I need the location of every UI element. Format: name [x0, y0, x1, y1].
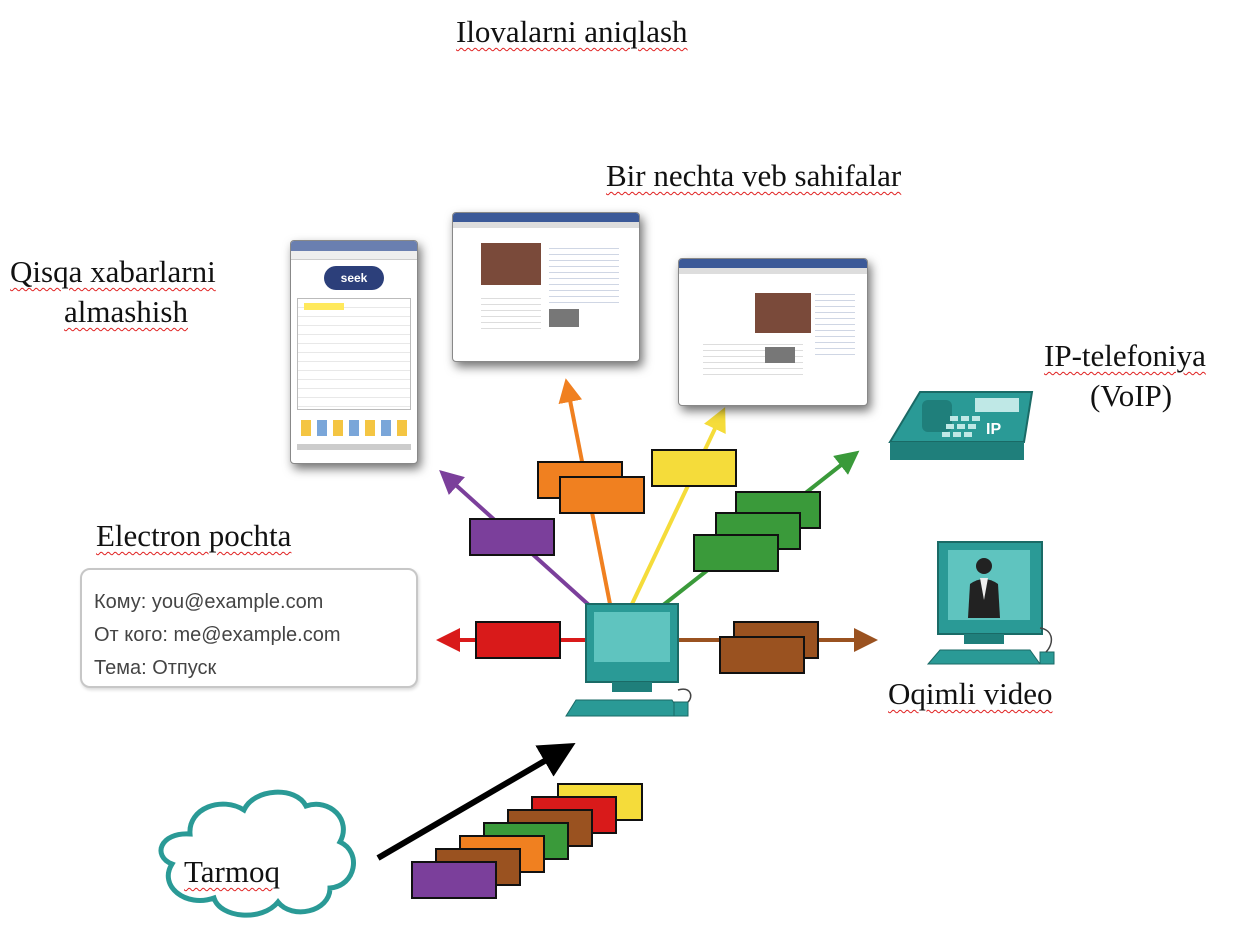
video-label: Oqimli video [888, 676, 1052, 712]
packet-red [475, 621, 561, 659]
network-label: Tarmoq [184, 854, 280, 890]
instant-messenger-screenshot: seek [290, 240, 418, 464]
email-label: Electron pochta [96, 518, 291, 554]
arrow-yellow [630, 407, 726, 605]
web-pages-label: Bir nechta veb sahifalar [606, 158, 901, 194]
packet-green-3 [693, 534, 779, 572]
voip-label-line2-text: (VoIP) [1090, 378, 1173, 413]
central-computer-icon [565, 603, 692, 717]
phone-badge: IP [986, 421, 1001, 438]
packet-orange-front [559, 476, 645, 514]
im-label-line1: Qisqa xabarlarni [10, 254, 216, 290]
voip-label-line2: (VoIP) [1090, 378, 1172, 414]
email-header-box: Кому: you@example.com От кого: me@exampl… [80, 568, 418, 688]
web-pages-label-text: Bir nechta veb sahifalar [606, 158, 902, 193]
voip-label-line1-text: IP-telefoniya [1044, 338, 1206, 373]
network-label-text: Tarmoq [184, 854, 280, 889]
diagram-title: Ilovalarni aniqlash [456, 14, 688, 50]
video-monitor-icon [926, 541, 1055, 665]
diagram-title-text: Ilovalarni aniqlash [456, 14, 688, 49]
packet-stack-purple [411, 861, 497, 899]
video-label-text: Oqimli video [888, 676, 1053, 711]
email-to: Кому: you@example.com [94, 591, 324, 613]
web-page-screenshot-2 [678, 258, 868, 406]
packet-purple [469, 518, 555, 556]
im-label-line2-text: almashish [64, 294, 188, 329]
packet-brown-front [719, 636, 805, 674]
network-cloud-icon [158, 789, 356, 918]
email-from: От кого: me@example.com [94, 624, 341, 646]
voip-label-line1: IP-telefoniya [1044, 338, 1206, 374]
im-label-line2: almashish [64, 294, 188, 330]
email-label-text: Electron pochta [96, 518, 292, 553]
web-page-screenshot-1 [452, 212, 640, 362]
im-label-line1-text: Qisqa xabarlarni [10, 254, 216, 289]
packet-yellow [651, 449, 737, 487]
email-subject: Тема: Отпуск [94, 657, 217, 679]
arrow-network-input [376, 742, 576, 861]
ip-phone-icon: IP [888, 391, 1034, 460]
im-logo: seek [324, 266, 384, 290]
